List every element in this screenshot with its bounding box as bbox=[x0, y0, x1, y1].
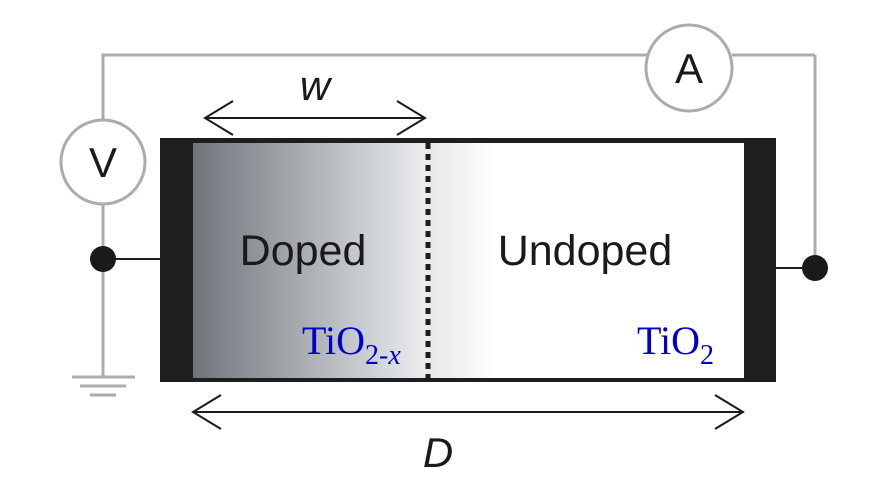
width-arrow-left-head bbox=[203, 100, 234, 136]
doped-label: Doped bbox=[240, 227, 367, 275]
length-arrow-left-head bbox=[191, 394, 222, 430]
doped-material-label: TiO2-x bbox=[302, 318, 401, 371]
width-label: w bbox=[300, 62, 333, 109]
width-arrow bbox=[203, 100, 427, 136]
right-electrode bbox=[744, 138, 776, 382]
circuit-wires bbox=[101, 53, 817, 377]
doped-region bbox=[193, 143, 428, 378]
ammeter-circle bbox=[644, 23, 734, 113]
doped-material-subscript: 2- bbox=[365, 340, 388, 371]
length-arrow bbox=[191, 394, 745, 430]
length-label: D bbox=[423, 429, 453, 476]
undoped-label: Undoped bbox=[498, 227, 673, 275]
voltmeter-label: V bbox=[89, 139, 117, 186]
voltmeter: V bbox=[59, 118, 147, 206]
doped-material-subscript-var: x bbox=[387, 340, 401, 371]
ammeter: A bbox=[644, 23, 734, 113]
ground-icon bbox=[72, 375, 135, 397]
top-wire bbox=[101, 53, 647, 122]
length-arrow-right-head bbox=[714, 394, 745, 430]
right-node bbox=[802, 255, 828, 281]
ammeter-label: A bbox=[675, 45, 703, 92]
width-arrow-right-head bbox=[396, 100, 427, 136]
device bbox=[160, 138, 776, 382]
undoped-material-subscript: 2 bbox=[700, 340, 714, 371]
doped-material-base: TiO bbox=[302, 318, 365, 363]
undoped-material-base: TiO bbox=[637, 318, 700, 363]
left-electrode bbox=[160, 138, 193, 382]
voltmeter-circle bbox=[59, 118, 147, 206]
undoped-region bbox=[428, 143, 744, 378]
left-node bbox=[90, 246, 116, 272]
undoped-material-label: TiO2 bbox=[637, 318, 714, 371]
